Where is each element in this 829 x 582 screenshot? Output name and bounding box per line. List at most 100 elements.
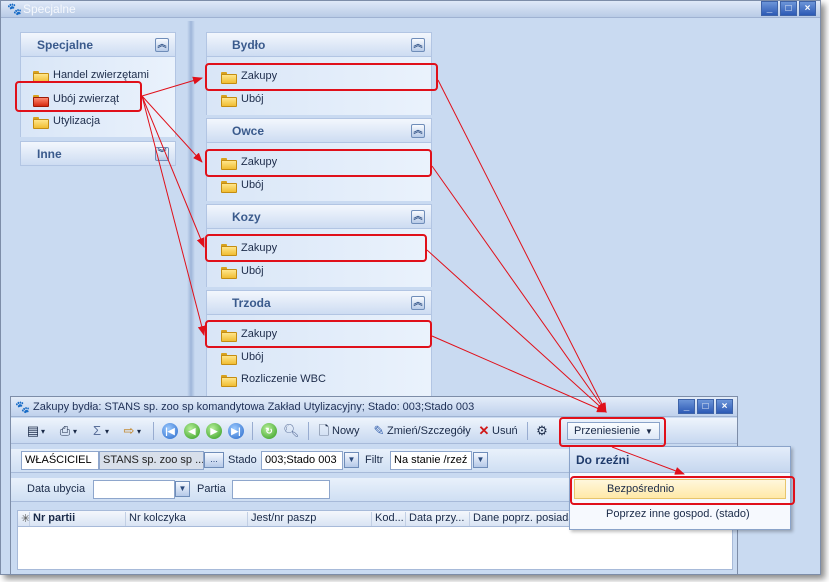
group-header-owce[interactable]: Owce ︽	[206, 118, 432, 143]
chevron-up-icon[interactable]: ︽	[411, 296, 425, 310]
folder-icon	[221, 180, 237, 193]
new-label: Nowy	[332, 425, 360, 437]
filter-dropdown-button[interactable]: ▼	[473, 452, 488, 468]
nav-item-label: Ubój zwierząt	[53, 93, 120, 105]
batch-field[interactable]	[232, 480, 330, 499]
main-titlebar[interactable]: 🐾 Specjalne _ □ ×	[1, 1, 820, 18]
chevron-up-icon[interactable]: ︽	[411, 210, 425, 224]
nav-item-uboj[interactable]: Ubój	[221, 347, 264, 367]
nav-item-label: Zakupy	[241, 156, 278, 168]
group-header-kozy[interactable]: Kozy ︽	[206, 204, 432, 229]
menu-item-poprzez-inne[interactable]: Poprzez inne gospod. (stado)	[606, 508, 750, 520]
print-icon: ⎙	[59, 423, 71, 438]
col-paszport[interactable]: Jest/nr paszp	[248, 512, 372, 526]
folder-icon	[221, 71, 237, 84]
minimize-button[interactable]: _	[761, 1, 778, 16]
group-header-bydlo[interactable]: Bydło ︽	[206, 32, 432, 57]
filter-label: Filtr	[365, 454, 384, 466]
edit-button[interactable]: ✎Zmień/Szczegóły	[371, 422, 471, 440]
nav-item-zakupy[interactable]: Zakupy	[221, 324, 277, 344]
col-nr-partii[interactable]: Nr partii	[30, 512, 126, 526]
folder-icon	[221, 94, 237, 107]
export-dropdown[interactable]: ⇨▾	[121, 422, 141, 440]
col-kod[interactable]: Kod...	[372, 512, 406, 526]
nav-item-uboj[interactable]: Ubój	[221, 89, 264, 109]
menu-item-bezposrednio[interactable]: Bezpośrednio	[574, 479, 786, 499]
prev-record-button[interactable]: ◀	[184, 422, 200, 440]
export-icon: ⇨	[123, 423, 135, 438]
nav-item-zakupy[interactable]: Zakupy	[221, 238, 277, 258]
print-dropdown[interactable]: ⎙▾	[57, 422, 77, 440]
maximize-button[interactable]: □	[697, 399, 714, 414]
chevron-up-icon[interactable]: ︽	[155, 38, 169, 52]
transfer-dropdown-button[interactable]: Przeniesienie ▼	[567, 422, 660, 440]
close-button[interactable]: ×	[799, 1, 816, 16]
nav-item-label: Rozliczenie WBC	[241, 373, 326, 385]
sub-nav-panel: Bydło ︽ Zakupy Ubój Owce ︽ Zakupy	[206, 21, 432, 401]
col-dane-poprz[interactable]: Dane poprz. posiada	[470, 512, 572, 526]
first-icon: |◀	[162, 423, 178, 439]
new-button[interactable]: 🗋Nowy	[316, 422, 360, 440]
refresh-button[interactable]: ↻	[261, 422, 277, 440]
nav-item-uboj[interactable]: Ubój zwierząt	[33, 89, 119, 109]
date-field[interactable]	[93, 480, 175, 499]
search-button[interactable]: 🔍︎	[283, 422, 300, 440]
group-title: Specjalne	[37, 38, 94, 52]
paw-icon: 🐾	[7, 2, 22, 16]
date-dropdown-button[interactable]: ▼	[175, 481, 190, 497]
menu-header: Do rzeźni	[570, 447, 790, 473]
group-header-trzoda[interactable]: Trzoda ︽	[206, 290, 432, 315]
settings-icon: ⚙︎	[536, 423, 548, 438]
settings-button[interactable]: ⚙︎	[534, 422, 550, 440]
folder-icon	[33, 116, 49, 129]
first-record-button[interactable]: |◀	[162, 422, 178, 440]
nav-item-uboj[interactable]: Ubój	[221, 175, 264, 195]
new-row-marker-icon: ✳	[18, 512, 30, 526]
col-data-przy[interactable]: Data przy...	[406, 512, 470, 526]
herd-dropdown-button[interactable]: ▼	[344, 452, 359, 468]
chevron-up-icon[interactable]: ︽	[411, 124, 425, 138]
filter-field[interactable]: Na stanie /rzeź	[390, 451, 472, 470]
group-title: Trzoda	[232, 296, 271, 310]
views-dropdown[interactable]: ▤▾	[26, 423, 46, 438]
delete-button[interactable]: ✕Usuń	[476, 422, 518, 440]
maximize-button[interactable]: □	[780, 1, 797, 16]
group-title: Kozy	[232, 210, 261, 224]
sum-icon: Σ	[92, 423, 102, 438]
close-button[interactable]: ×	[716, 399, 733, 414]
folder-open-icon	[33, 94, 49, 107]
folder-icon	[221, 329, 237, 342]
paw-icon: 🐾	[15, 400, 30, 414]
folder-icon	[221, 352, 237, 365]
splitter[interactable]	[187, 21, 195, 401]
sum-dropdown[interactable]: Σ▾	[89, 422, 109, 440]
folder-icon	[221, 374, 237, 387]
group-body-trzoda: Zakupy Ubój Rozliczenie WBC	[206, 315, 432, 401]
next-record-button[interactable]: ▶	[206, 422, 222, 440]
nav-item-rozliczenie-wbc[interactable]: Rozliczenie WBC	[221, 369, 326, 389]
nav-item-utylizacja[interactable]: Utylizacja	[33, 111, 100, 131]
group-header-specjalne[interactable]: Specjalne ︽	[20, 32, 176, 57]
chevron-up-icon[interactable]: ︽	[411, 38, 425, 52]
child-titlebar[interactable]: 🐾 Zakupy bydła: STANS sp. zoo sp komandy…	[11, 397, 737, 417]
folder-icon	[221, 266, 237, 279]
highlight-zakupy-bydlo	[205, 63, 438, 91]
last-record-button[interactable]: ▶|	[228, 422, 244, 440]
group-header-inne[interactable]: Inne ︾	[20, 141, 176, 166]
nav-item-zakupy[interactable]: Zakupy	[221, 152, 277, 172]
nav-item-label: Handel zwierzętami	[53, 69, 149, 81]
owner-browse-button[interactable]: ...	[204, 452, 224, 468]
highlight-zakupy-owce	[205, 149, 432, 177]
nav-item-uboj[interactable]: Ubój	[221, 261, 264, 281]
refresh-icon: ↻	[261, 423, 277, 439]
delete-icon: ✕	[478, 423, 490, 438]
minimize-button[interactable]: _	[678, 399, 695, 414]
nav-item-zakupy[interactable]: Zakupy	[221, 66, 277, 86]
highlight-uboj	[15, 81, 142, 112]
owner-field[interactable]: STANS sp. zoo sp ...	[99, 451, 204, 470]
group-title: Bydło	[232, 38, 266, 52]
herd-field[interactable]: 003;Stado 003	[261, 451, 343, 470]
col-nr-kolczyka[interactable]: Nr kolczyka	[126, 512, 248, 526]
highlight-zakupy-kozy	[205, 234, 427, 262]
chevron-down-icon[interactable]: ︾	[155, 147, 169, 161]
